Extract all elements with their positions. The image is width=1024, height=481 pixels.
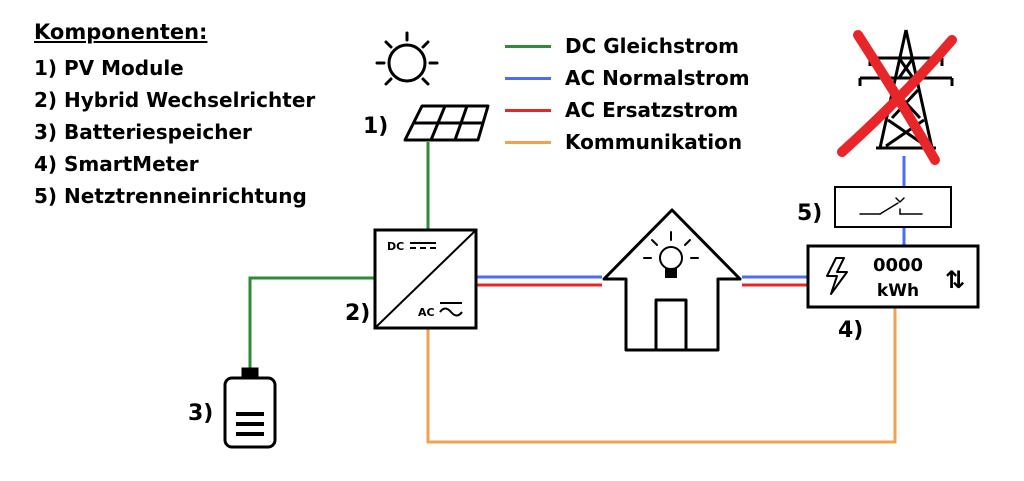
battery-icon [223,367,277,449]
component-item-smartmeter: 4) SmartMeter [34,152,199,176]
inverter-ac-label: AC [418,306,435,319]
legend-item-ac-backup: AC Ersatzstrom [505,94,750,126]
dc-line-battery-inverter [248,276,375,378]
legend-label-dc: DC Gleichstrom [565,34,739,58]
legend-swatch-dc [505,44,551,48]
legend-swatch-ac-backup [505,108,551,112]
dc-symbol-icon [410,242,436,249]
switch-number: 5) [797,201,822,226]
dc-wiring [248,142,430,378]
legend-label-ac-backup: AC Ersatzstrom [565,98,739,122]
meter-number: 4) [838,318,863,343]
components-list: 1) PV Module 2) Hybrid Wechselrichter 3)… [34,56,315,216]
legend-item-ac-normal: AC Normalstrom [505,62,750,94]
switch-symbol-icon [859,197,923,215]
lightning-icon [826,257,848,295]
light-bulb-icon [643,231,699,278]
meter-unit: kWh [877,281,919,301]
meter-reading: 0000 [873,255,923,276]
solar-panel-icon [403,104,490,142]
component-item-inverter: 2) Hybrid Wechselrichter [34,88,316,112]
smart-meter-box: 0000 kWh ⇅ [806,244,980,309]
inverter-dc-label: DC [387,240,404,253]
legend-label-communication: Kommunikation [565,130,743,154]
cross-out-icon [837,30,957,165]
meter-arrows-icon: ⇅ [945,266,965,294]
components-title: Komponenten: [34,20,208,44]
pv-number: 1) [363,114,388,139]
legend-swatch-ac-normal [505,76,551,80]
inverter-box: DC AC [373,228,478,330]
legend-item-dc: DC Gleichstrom [505,30,750,62]
battery-number: 3) [188,401,213,426]
sun-icon [375,31,439,86]
disconnect-switch-box [834,186,952,228]
legend-label-ac-normal: AC Normalstrom [565,66,750,90]
legend-item-communication: Kommunikation [505,126,750,158]
legend-swatch-communication [505,140,551,144]
legend: DC Gleichstrom AC Normalstrom AC Ersatzs… [505,30,750,158]
communication-line [426,307,897,444]
component-item-battery: 3) Batteriespeicher [34,120,252,144]
house-icon [602,208,742,352]
inverter-number: 2) [345,301,370,326]
ac-symbol-icon [439,302,463,317]
component-item-switch: 5) Netztrenneinrichtung [34,184,307,208]
ac-wiring [476,156,906,287]
component-item-pv: 1) PV Module [34,56,184,80]
